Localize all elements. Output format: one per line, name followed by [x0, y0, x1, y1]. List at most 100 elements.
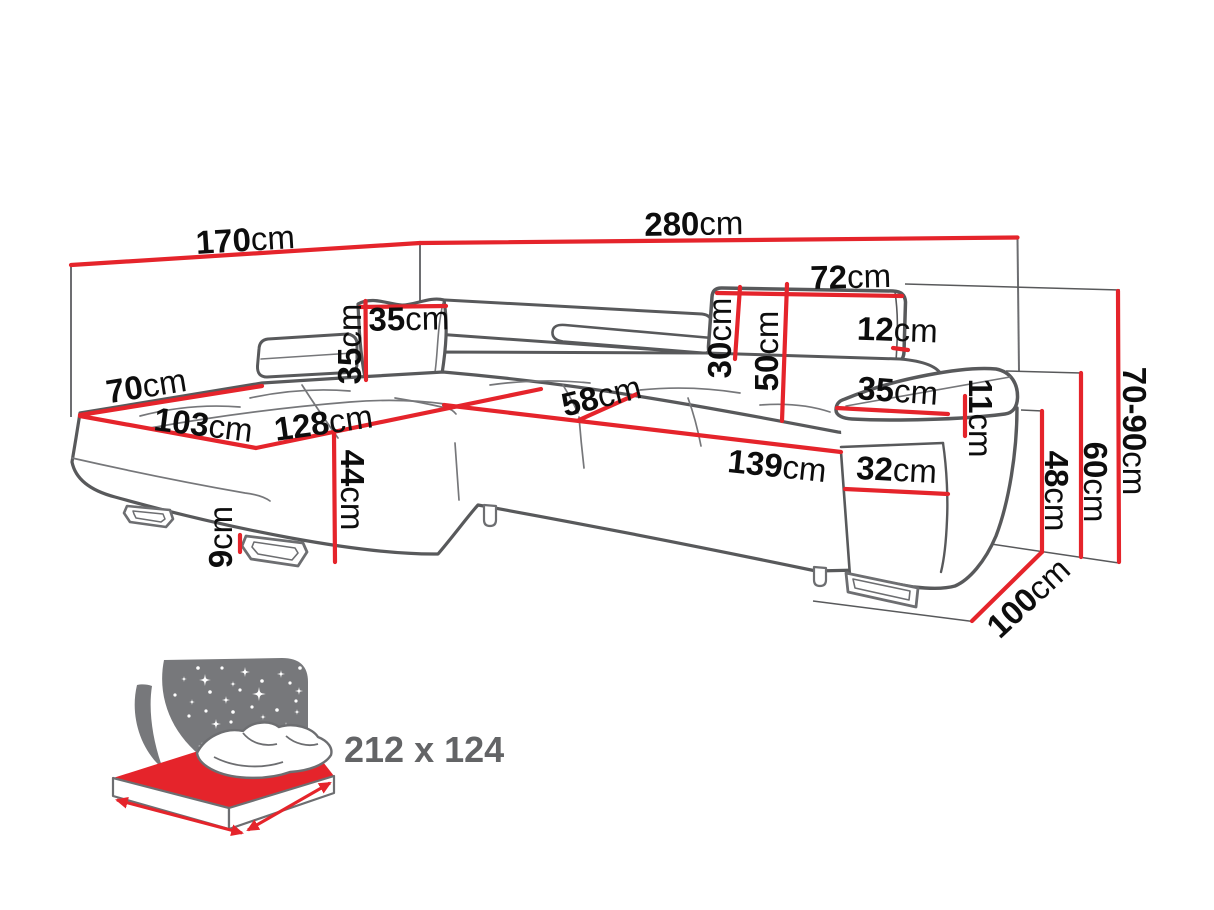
foot-peg-right: [812, 565, 828, 588]
dim-label-72: 72cm: [810, 257, 892, 296]
sleeping-area-label: 212 x 124: [344, 729, 504, 770]
sofa-drawing: [70, 286, 1020, 609]
dim-line-30: [732, 284, 743, 362]
star-dot-icon: [260, 679, 264, 683]
dim-line-100: [969, 549, 1045, 624]
dim-value: 60: [1077, 442, 1114, 479]
sofa-armrest-panel-left: [839, 450, 852, 578]
dim-value: 170: [195, 221, 252, 261]
ext-headrest-top: [904, 283, 1121, 291]
dim-value: 70-90: [1116, 367, 1153, 451]
sleeping-icon-duvet-fold3: [285, 735, 319, 747]
dim-value: 139: [726, 442, 785, 485]
extension-lines: [812, 283, 1121, 623]
dim-line-44: [331, 431, 338, 565]
dim-label-139: 139cm: [726, 442, 828, 489]
dimension-lines: [68, 235, 1122, 624]
dim-line-139: [441, 402, 844, 455]
dim-line-50: [779, 281, 790, 424]
star-dot-icon: [229, 720, 233, 724]
star-dot-icon: [298, 666, 302, 670]
room-wall-lines: [70, 237, 1020, 417]
dim-line-280: [417, 235, 1020, 246]
dim-value: 30: [701, 342, 738, 379]
dim-value: 35: [368, 300, 405, 338]
dim-label-170: 170cm: [195, 218, 296, 261]
dim-line-103: [77, 413, 259, 451]
star-dot-icon: [275, 708, 279, 712]
sleeping-icon: [111, 658, 336, 836]
sofa-armrest-panel-top: [839, 441, 945, 449]
dim-unit: cm: [962, 413, 999, 457]
dim-line-pillow-left: [363, 298, 369, 383]
star-dot-icon: [250, 705, 254, 709]
dim-label-128: 128cm: [272, 397, 375, 447]
dim-label-70: 70cm: [103, 361, 189, 410]
dim-label-280: 280cm: [644, 204, 744, 243]
star-dot-icon: [238, 688, 242, 692]
foot-skid-left-inner: [132, 510, 166, 523]
dim-line-7090: [1115, 288, 1122, 565]
dim-label-44: 44cm: [334, 450, 371, 531]
dim-line-58: [576, 391, 640, 423]
dim-unit: cm: [699, 204, 744, 242]
star-dot-icon: [187, 714, 191, 718]
star-dot-icon: [288, 681, 292, 685]
sleeping-icon-arrows: [115, 781, 332, 836]
star-dot-icon: [182, 742, 186, 746]
dim-label-103: 103cm: [152, 400, 255, 449]
dim-line-35-armrest: [834, 405, 951, 417]
dim-unit: cm: [202, 506, 239, 550]
dim-unit: cm: [1038, 487, 1075, 531]
sleeping-icon-duvet-fold1: [213, 756, 284, 768]
dim-unit: cm: [1077, 478, 1114, 522]
dim-value: 72: [810, 258, 848, 296]
dim-line-72: [714, 290, 905, 299]
dim-value: 35: [856, 369, 895, 408]
star-dot-icon: [220, 666, 224, 670]
ext-armrest-top: [1005, 370, 1082, 374]
sofa-feet: [122, 503, 920, 609]
dim-label-pillow-w: 35cm: [368, 299, 449, 337]
sleeping-icon-curtain: [134, 684, 163, 769]
dim-unit: cm: [334, 486, 371, 530]
star-dot-icon: [173, 693, 177, 697]
dim-value: 32: [855, 449, 894, 488]
wall-right-edge: [1016, 237, 1020, 372]
dim-label-30: 30cm: [701, 298, 738, 379]
ext-armrest-pad: [1020, 409, 1044, 412]
dim-value: 50: [748, 355, 785, 392]
foot-skid-left: [122, 504, 175, 529]
dim-unit: cm: [892, 451, 938, 490]
sleeping-icon-duvet-fold2: [242, 732, 278, 746]
sofa-armrest-side: [847, 406, 1019, 590]
foot-sledge-right-inner: [852, 578, 911, 601]
dim-unit: cm: [893, 311, 938, 350]
dim-value: 280: [644, 205, 700, 243]
foot-skid-front-inner: [251, 541, 299, 561]
dim-label-7090: 70-90cm: [1116, 367, 1153, 495]
dim-unit: cm: [847, 257, 892, 295]
ext-floor-front: [812, 600, 974, 623]
dim-unit: cm: [748, 311, 785, 355]
dim-line-70: [77, 383, 265, 418]
ext-floor-right: [990, 543, 1120, 564]
dim-label-pillow-h: 35cm: [331, 304, 368, 385]
dim-line-170: [68, 240, 423, 268]
sofa-armrest-body: [840, 410, 1016, 589]
dim-unit: cm: [140, 361, 189, 404]
dim-label-50: 50cm: [748, 311, 785, 392]
dim-line-12: [890, 345, 911, 353]
dim-unit: cm: [250, 218, 296, 258]
sofa-armrest-pad: [834, 366, 1020, 422]
dim-value: 48: [1038, 451, 1075, 488]
dim-value: 35: [331, 348, 368, 385]
dim-value: 70: [103, 368, 145, 410]
dim-value: 103: [152, 400, 211, 443]
dim-label-12: 12cm: [856, 310, 938, 350]
star-dot-icon: [208, 690, 212, 694]
dim-unit: cm: [405, 299, 450, 337]
dim-unit: cm: [326, 397, 375, 440]
dim-value: 12: [856, 310, 894, 348]
dim-value: 11: [962, 379, 999, 414]
